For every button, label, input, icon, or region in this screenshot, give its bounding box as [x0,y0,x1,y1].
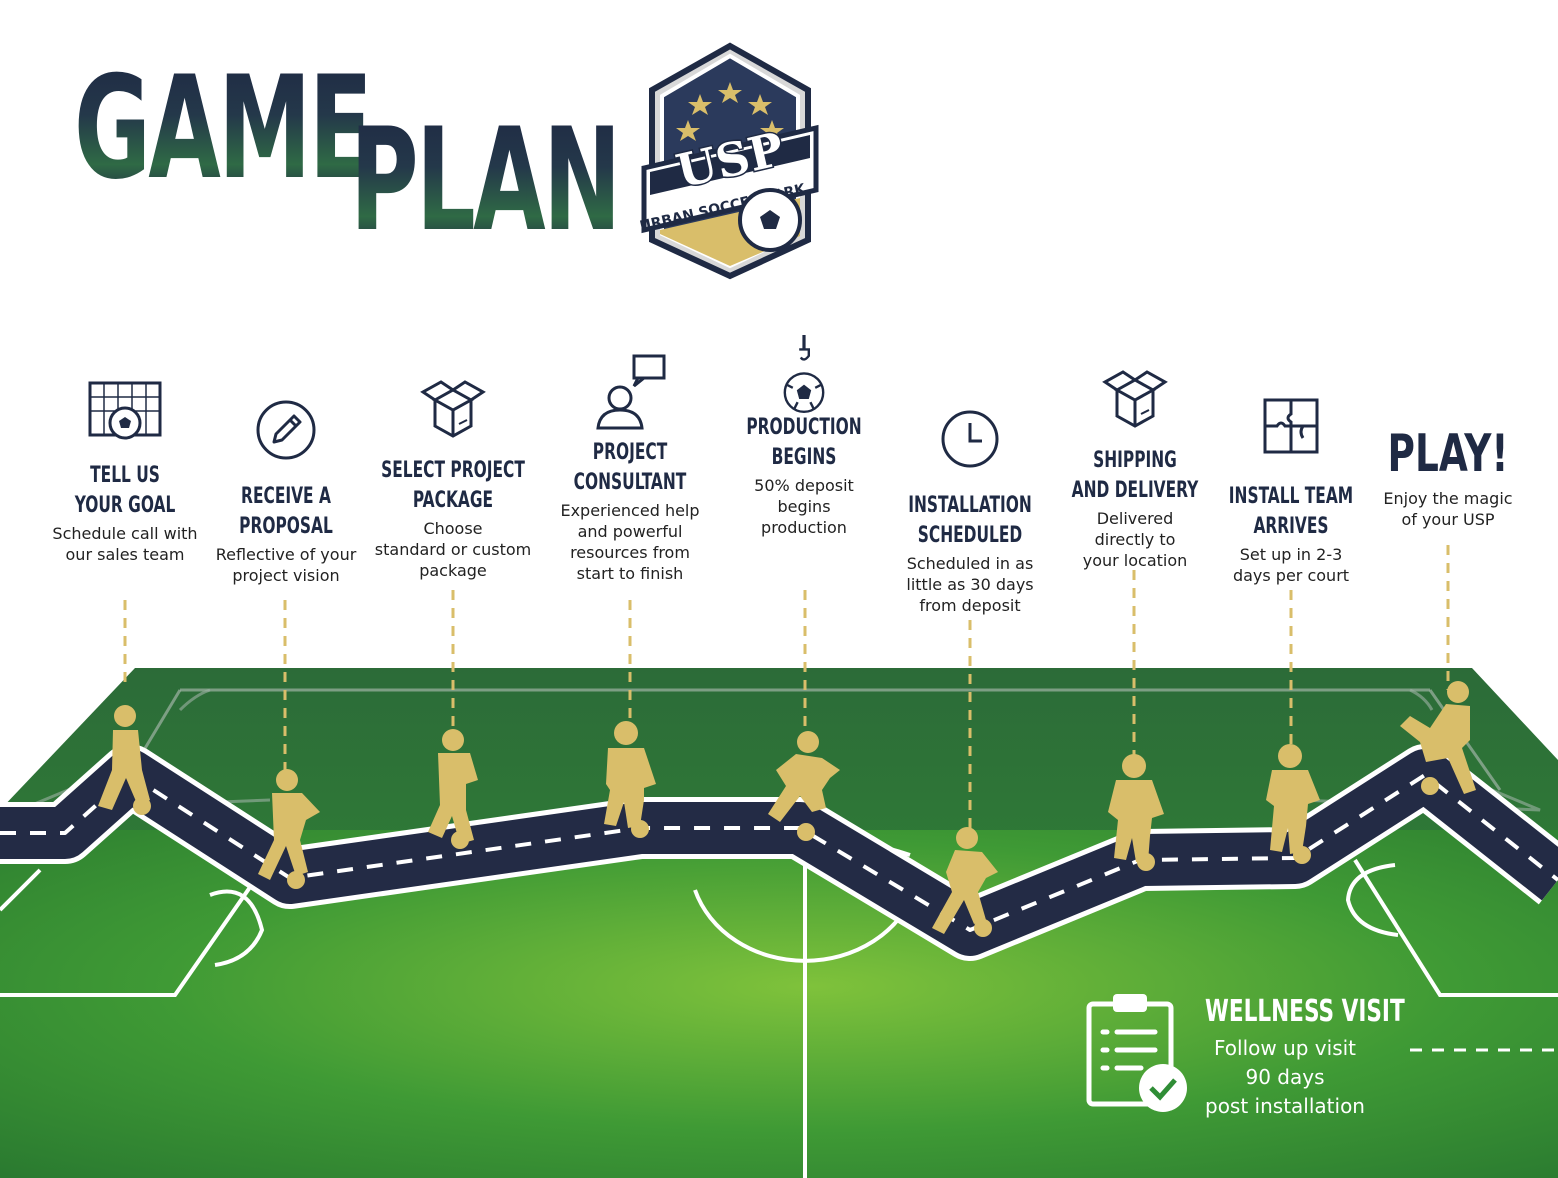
step-desc: Experienced help and powerful resources … [560,501,700,583]
step-desc: Delivered directly to your location [1082,509,1188,570]
player-silhouette [98,705,151,815]
step-desc: Schedule call with our sales team [52,524,198,564]
wellness-title: WELLNESS VISIT [1205,994,1405,1029]
step-desc: Reflective of your project vision [215,545,357,585]
step-title: RECEIVE A PROPOSAL [239,484,333,539]
step-project-consultant: PROJECT CONSULTANT Experienced help and … [535,352,725,584]
open-box-icon [420,380,486,438]
pencil-icon [256,400,316,460]
player-silhouette [1400,681,1476,795]
step-desc: Choose standard or custom package [374,519,532,580]
shipping-box-icon [1102,370,1168,428]
clock-icon [941,410,999,468]
step-title: PRODUCTION BEGINS [746,415,862,470]
step-production-begins: PRODUCTION BEGINS 50% deposit begins pro… [709,335,899,538]
puzzle-icon [1263,398,1319,454]
step-title: PROJECT CONSULTANT [573,440,687,495]
soccer-goal-icon [88,381,162,440]
clipboard-check-icon [1086,994,1187,1112]
play-title: PLAY! [1387,424,1509,484]
title-plan: PLAN [350,98,621,263]
step-tell-us-goal: TELL US YOUR GOAL Schedule call with our… [30,375,220,565]
step-title: INSTALL TEAM ARRIVES [1228,484,1354,539]
step-desc: Scheduled in as little as 30 days from d… [906,554,1034,615]
step-shipping-delivery: SHIPPING AND DELIVERY Delivered directly… [1040,360,1230,571]
player-silhouette [428,729,478,849]
step-title: SHIPPING AND DELIVERY [1071,448,1199,503]
step-desc: Set up in 2-3 days per court [1232,545,1350,585]
player-silhouette [1108,754,1164,871]
step-play: PLAY! Enjoy the magic of your USP [1353,426,1543,530]
step-select-package: SELECT PROJECT PACKAGE Choose standard o… [358,370,548,581]
title-game: GAME [74,46,373,211]
usp-logo: USP URBAN SOCCER PARK [638,42,819,280]
player-silhouette [604,721,656,838]
star-icons [676,82,784,141]
step-desc: 50% deposit begins production [754,476,854,537]
wellness-visit: WELLNESS VISIT Follow up visit 90 days p… [1085,990,1405,1120]
player-silhouette [1266,744,1320,864]
step-title: SELECT PROJECT PACKAGE [381,458,525,513]
step-install-team: INSTALL TEAM ARRIVES Set up in 2-3 days … [1196,396,1386,586]
crane-ball-icon [783,335,825,413]
player-silhouette [768,731,840,841]
step-receive-proposal: RECEIVE A PROPOSAL Reflective of your pr… [191,396,381,586]
player-silhouette [932,827,998,937]
step-title: TELL US YOUR GOAL [74,463,176,518]
consultant-chat-icon [596,354,666,430]
play-desc: Enjoy the magic of your USP [1383,489,1513,529]
player-silhouette [258,769,320,889]
step-installation-scheduled: INSTALLATION SCHEDULED Scheduled in as l… [875,405,1065,616]
wellness-desc: Follow up visit 90 days post installatio… [1205,1036,1365,1118]
step-title: INSTALLATION SCHEDULED [908,493,1032,548]
